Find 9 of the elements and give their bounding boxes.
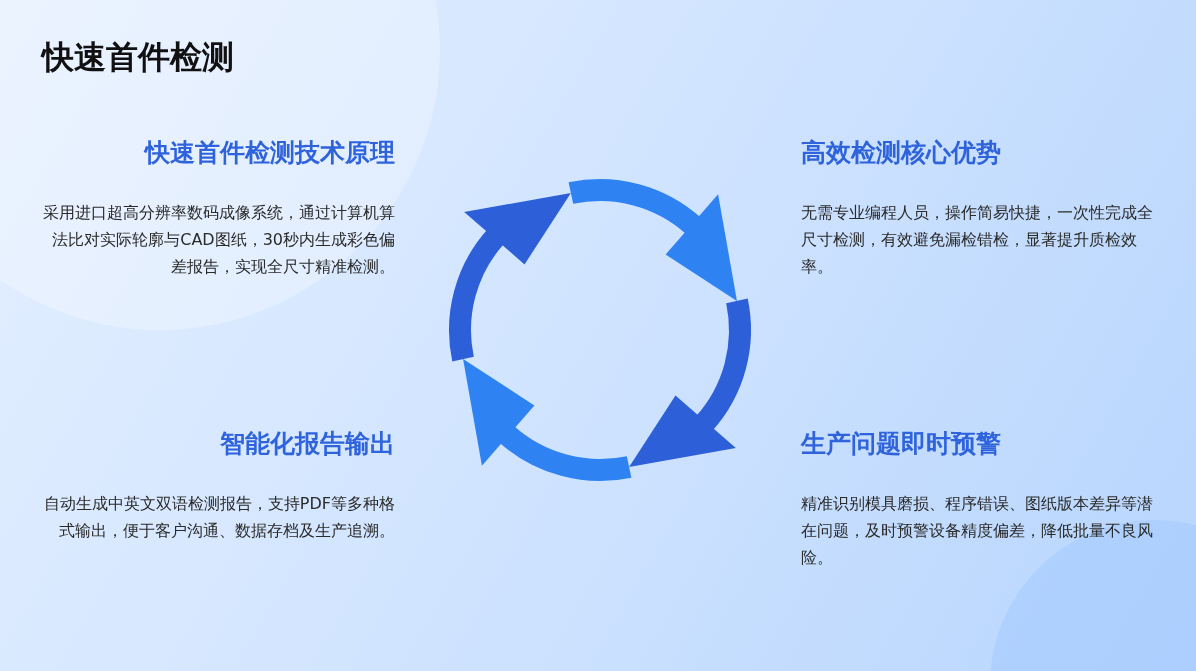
description-text: 无需专业编程人员，操作简易快捷，一次性完成全尺寸检测，有效避免漏检错检，显著提升质检效率。 <box>801 202 1153 278</box>
section-heading: 快速首件检测技术原理 <box>143 137 395 169</box>
section-heading: 高效检测核心优势 <box>801 137 1002 169</box>
section-heading: 智能化报告输出 <box>219 428 395 460</box>
section-heading: 生产问题即时预警 <box>801 428 1002 460</box>
description-text: 精准识别模具磨损、程序错误、图纸版本差异等潜在问题，及时预警设备精度偏差，降低批量不良风险。 <box>801 493 1153 569</box>
description-text: 自动生成中英文双语检测报告，支持PDF等多种格式输出，便于客户沟通、数据存档及生产追溯。 <box>42 493 395 542</box>
description-text: 采用进口超高分辨率数码成像系统，通过计算机算法比对实际轮廓与CAD图纸，30秒内生成彩色偏差报告，实现全尺寸精准检测。 <box>42 202 395 278</box>
slide-title: 快速首件检测 <box>42 37 234 78</box>
